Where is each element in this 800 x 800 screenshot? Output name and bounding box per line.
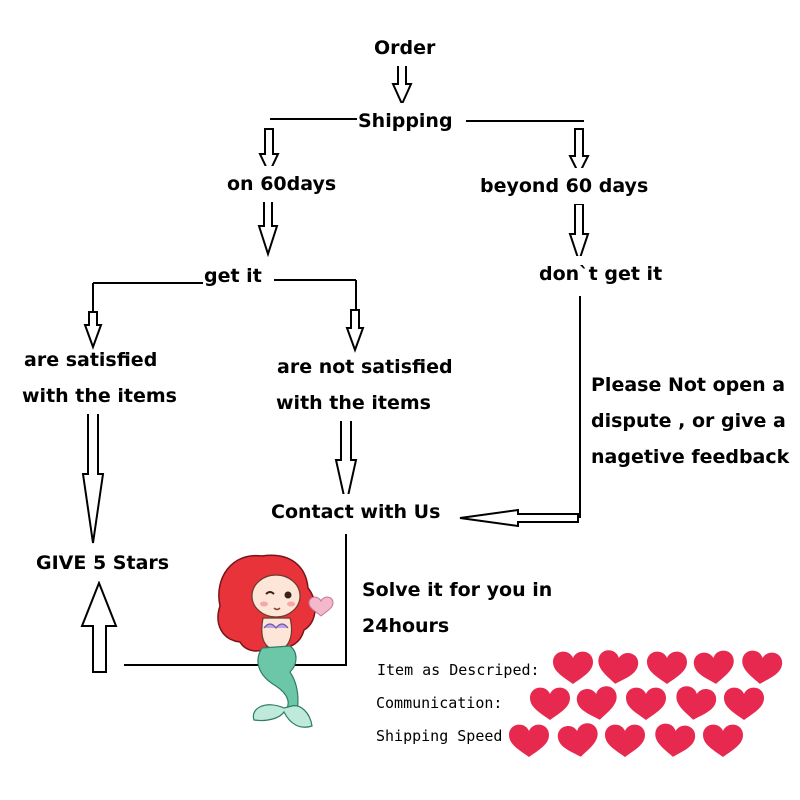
arrow-to-beyond60: [568, 128, 590, 177]
heart-icon: [530, 687, 570, 720]
arrow-not-satisfied-to-contact: [334, 410, 358, 506]
arrow-to-satisfied: [83, 311, 103, 350]
node-order: Order: [373, 30, 437, 66]
heart-icon: [653, 722, 697, 759]
note-solve-line2: 24hours: [362, 615, 450, 637]
arrow-to-dontgetit: [568, 203, 590, 265]
heart-icon: [740, 649, 784, 686]
hearts-row-communication: [530, 684, 764, 723]
heart-icon: [673, 684, 718, 723]
node-on-60days: on 60days: [226, 166, 338, 202]
heart-icon: [595, 648, 640, 687]
note-dispute-line1: Please Not open a: [591, 374, 786, 396]
arrow-to-getit: [257, 193, 279, 258]
note-dispute-line3: nagetive feedback: [591, 446, 790, 468]
heart-icon: [575, 684, 620, 723]
note-dispute-line2: dispute , or give a: [591, 410, 786, 432]
heart-icon: [509, 724, 549, 757]
arrow-satisfied-to-stars: [81, 407, 105, 544]
small-heart-icon: [308, 596, 334, 617]
heart-icon: [605, 724, 645, 757]
rating-label-item-as-described: Item as Descriped:: [377, 661, 540, 679]
arrow-dontgetit-to-contact: [459, 508, 579, 528]
arrow-up-to-stars: [80, 580, 118, 673]
node-dont-get-it: don`t get it: [538, 256, 664, 292]
heart-icon: [647, 651, 687, 684]
hearts-row-shipping-speed: [509, 721, 743, 760]
rating-label-shipping-speed: Shipping Speed: [376, 727, 503, 745]
node-not-satisfied-line2: with the items: [275, 385, 432, 421]
heart-icon: [626, 687, 666, 720]
heart-icon: [556, 721, 601, 760]
heart-icon: [692, 649, 736, 686]
note-solve-line1: Solve it for you in: [362, 579, 553, 601]
node-beyond-60days: beyond 60 days: [479, 168, 650, 204]
node-get-it: get it: [203, 258, 263, 294]
heart-icon: [703, 724, 743, 757]
node-satisfied-line2: with the items: [21, 378, 178, 414]
node-shipping: Shipping: [357, 103, 454, 139]
rating-label-communication: Communication:: [376, 694, 503, 712]
hearts-row-item-as-described: [553, 648, 784, 687]
node-satisfied-line1: are satisfied: [24, 349, 158, 371]
node-contact-with-us: Contact with Us: [270, 494, 442, 530]
heart-icon: [553, 651, 593, 684]
node-not-satisfied-line1: are not satisfied: [277, 356, 453, 378]
arrow-to-on60: [258, 128, 280, 176]
arrow-order-shipping: [391, 60, 413, 107]
node-give-5-stars: GIVE 5 Stars: [35, 545, 171, 581]
arrow-to-not-satisfied: [345, 309, 365, 353]
mermaid-illustration: [217, 554, 316, 728]
heart-icon: [724, 687, 764, 720]
